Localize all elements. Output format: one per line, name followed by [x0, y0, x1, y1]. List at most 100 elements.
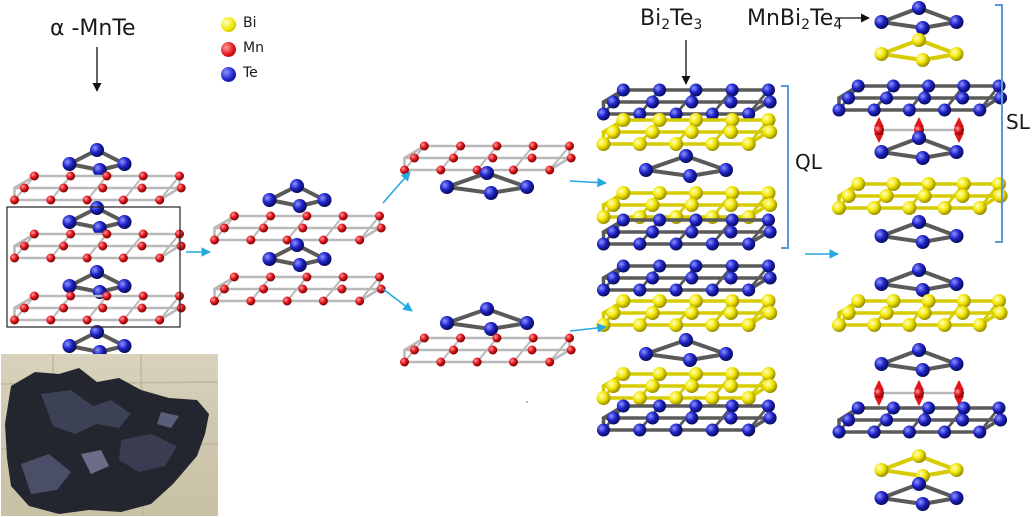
mn-atom — [175, 171, 184, 181]
bi-atom — [761, 113, 776, 127]
bi-atom — [832, 201, 846, 215]
te-atom — [317, 252, 332, 266]
te-atom — [994, 413, 1008, 427]
te-atom — [689, 213, 703, 227]
te-atom — [685, 271, 699, 285]
te-atom — [725, 259, 739, 273]
mn-atom — [229, 272, 239, 282]
mn-atom — [298, 284, 308, 294]
te-atom — [912, 1, 926, 15]
mn-atom — [449, 345, 459, 355]
mn-atom — [138, 291, 148, 301]
te-atom — [689, 399, 703, 413]
mn-atom — [176, 303, 186, 313]
mn-atom — [118, 315, 128, 325]
mnbi2te4-mid: Te — [810, 6, 834, 31]
bi-atom — [741, 318, 756, 332]
te-lattice-layer — [597, 83, 777, 121]
bi-atom — [917, 189, 932, 203]
mn-atom — [102, 291, 112, 301]
te-atom — [653, 399, 667, 413]
te-trimer-layer — [262, 238, 332, 272]
bi-atom — [851, 294, 866, 308]
te-atom — [646, 225, 660, 239]
te-atom — [957, 401, 971, 415]
bond — [322, 276, 345, 302]
bi-atom — [725, 367, 740, 381]
te-atom — [874, 491, 889, 505]
bond — [158, 233, 181, 259]
te-atom — [90, 143, 104, 157]
bi-atom — [725, 186, 740, 200]
bi-atom — [763, 306, 778, 320]
bi-atom — [937, 201, 952, 215]
mn-lattice-layer — [10, 171, 186, 205]
bi-atom — [723, 379, 738, 393]
te-atom — [317, 193, 332, 207]
mn-atom — [528, 333, 538, 343]
te-atom — [685, 95, 699, 109]
bi-atom — [645, 125, 660, 139]
bi-atom — [867, 318, 882, 332]
bi-atom — [832, 318, 846, 332]
mn-legend-icon — [221, 42, 236, 57]
mn-atom — [409, 345, 419, 355]
bi-atom — [921, 294, 936, 308]
mn-atom — [954, 388, 964, 398]
te-atom — [719, 347, 733, 361]
te-atom — [762, 213, 775, 227]
te-trimer-layer — [62, 201, 132, 235]
mn-atom — [82, 253, 92, 263]
bi-atom — [992, 177, 1006, 191]
process-arrow-3 — [569, 323, 607, 333]
te-atom — [922, 79, 936, 93]
bi-atom — [616, 367, 631, 381]
ql-bracket — [781, 85, 789, 249]
mn-atom — [118, 253, 128, 263]
mn-atom — [10, 253, 19, 263]
crystal-photo — [1, 354, 218, 516]
te-atom — [762, 259, 775, 273]
bi-lattice-layer — [596, 367, 778, 405]
mnbi2te4-sub2: 4 — [833, 17, 843, 33]
te-atom — [669, 423, 683, 437]
mn-atom — [246, 296, 256, 306]
mn-atom — [219, 223, 229, 233]
mn-atom — [59, 241, 69, 251]
bond — [644, 168, 692, 178]
te-atom — [669, 237, 683, 251]
te-atom — [918, 91, 932, 105]
mn-atom — [138, 171, 148, 181]
bi-atom — [761, 294, 776, 308]
bi-atom — [725, 113, 740, 127]
te-trimer-layer — [262, 179, 332, 213]
te-atom — [874, 229, 889, 243]
bi-atom — [956, 294, 971, 308]
mn-atom — [29, 291, 39, 301]
bi-atom — [841, 306, 856, 320]
bi-atom — [851, 177, 866, 191]
mn-atom — [914, 388, 924, 398]
bi-atom — [669, 318, 684, 332]
te-atom — [597, 423, 610, 437]
mn-atom — [137, 303, 147, 313]
bi-atom — [763, 125, 778, 139]
bi-lattice-layer — [596, 186, 778, 224]
bi-atom — [645, 198, 660, 212]
stray-dot — [526, 401, 528, 403]
mn-atom — [527, 153, 537, 163]
te-atom — [520, 316, 534, 330]
te-atom — [724, 411, 738, 425]
mn-atom — [46, 195, 56, 205]
bond — [286, 276, 308, 302]
te-atom — [956, 91, 970, 105]
mn-atom — [66, 291, 76, 301]
mnbi2te4-label: MnBi2Te4 — [747, 6, 842, 33]
mn-atom — [259, 284, 269, 294]
te-atom — [949, 145, 964, 159]
bi-atom — [874, 47, 889, 61]
bi-atom — [606, 379, 621, 393]
te-atom — [292, 199, 307, 213]
te-atom — [994, 91, 1008, 105]
